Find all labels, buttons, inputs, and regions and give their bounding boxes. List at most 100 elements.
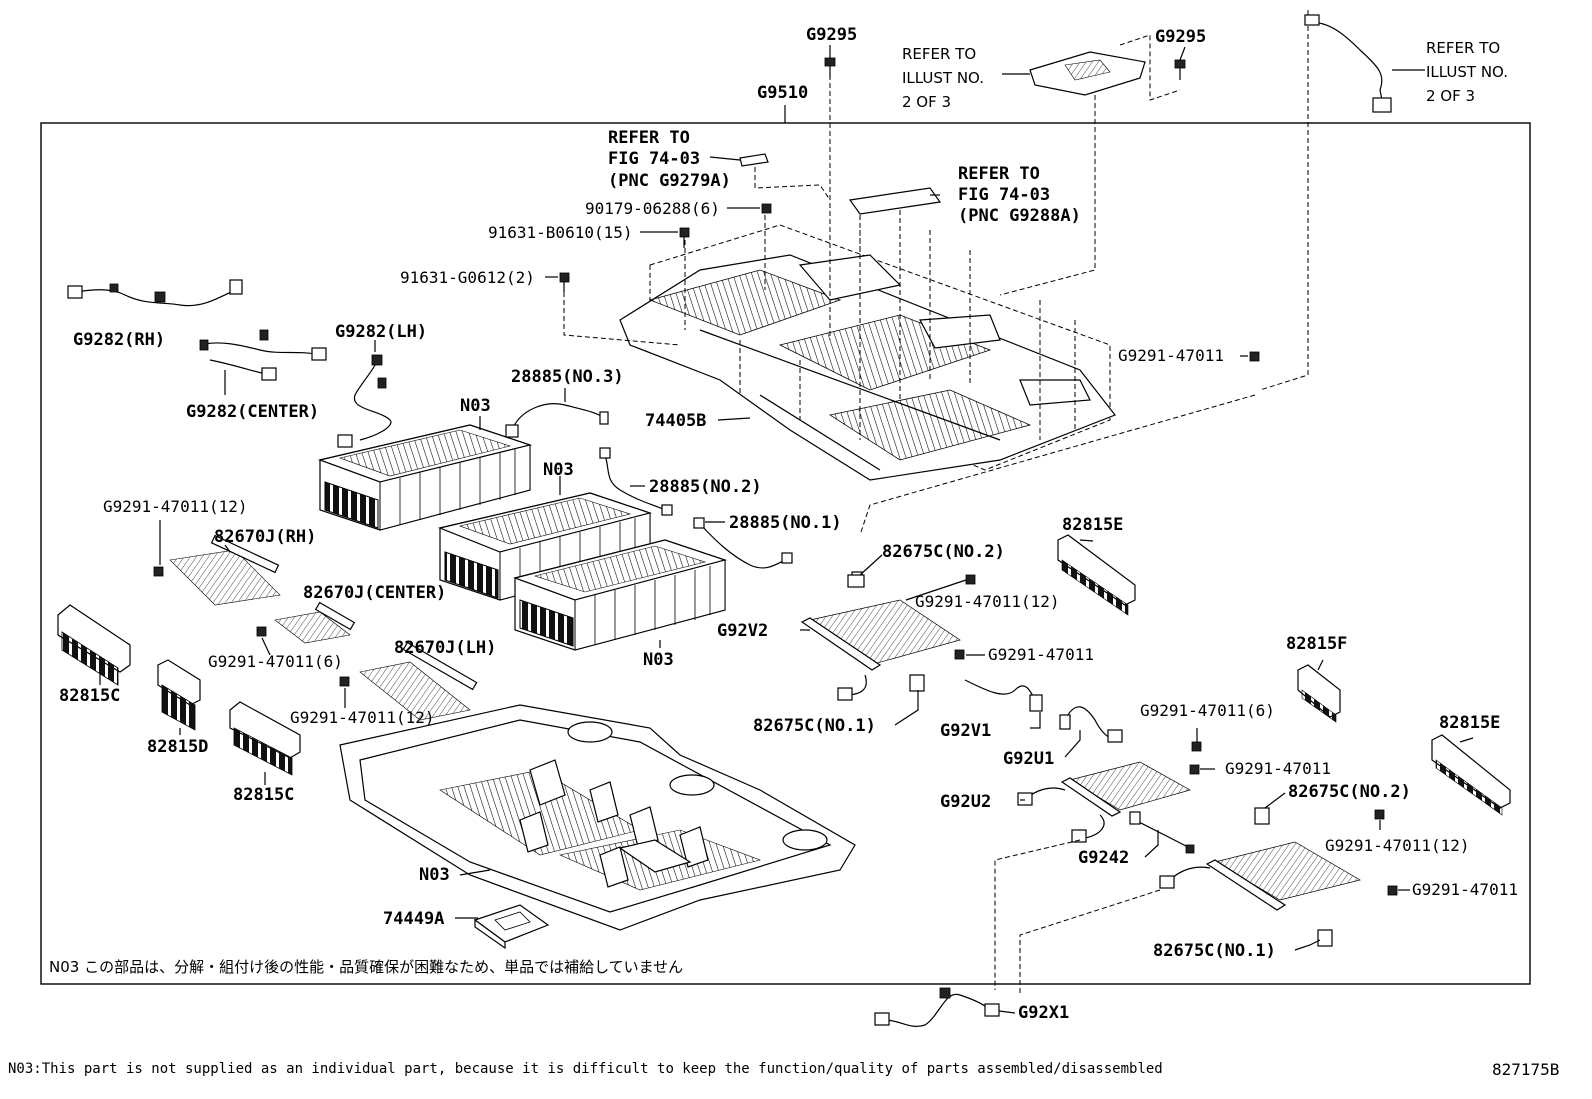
nut-90179 xyxy=(761,203,772,214)
label-g92v1: G92V1 xyxy=(940,721,991,741)
cover-82815c-a xyxy=(57,604,131,686)
label-n03-b: N03 xyxy=(543,460,574,480)
label-refer-fig-a-2: FIG 74-03 xyxy=(608,149,700,169)
bracket-82675c-no1-a xyxy=(909,674,925,692)
label-g9291-right: G9291-47011 xyxy=(1225,759,1331,778)
label-82815e-b: 82815E xyxy=(1439,713,1500,733)
bracket-82675c-no2-a xyxy=(847,574,865,588)
label-g9291-12d: G9291-47011(12) xyxy=(1325,836,1470,855)
harness-g9282-center xyxy=(199,329,327,381)
cable-28885-no2 xyxy=(599,447,673,516)
label-82815c-a: 82815C xyxy=(59,686,120,706)
label-82815c-b: 82815C xyxy=(233,785,294,805)
label-g9282-lh: G9282(LH) xyxy=(335,322,427,342)
label-82815f: 82815F xyxy=(1286,634,1347,654)
label-28885-no2: 28885(NO.2) xyxy=(649,477,762,497)
label-refer-illust-a-3: 2 OF 3 xyxy=(902,93,951,111)
cover-82815f xyxy=(1297,664,1341,723)
label-28885-no3: 28885(NO.3) xyxy=(511,367,624,387)
bolt-91631-b xyxy=(679,227,690,248)
cable-28885-no3 xyxy=(505,403,609,438)
plate-refer-fig-b xyxy=(848,187,942,255)
battery-module-c xyxy=(512,539,728,651)
label-g92x1: G92X1 xyxy=(1018,1003,1069,1023)
label-90179: 90179-06288(6) xyxy=(585,199,720,218)
label-g92v2: G92V2 xyxy=(717,621,768,641)
nut-g9291-mid xyxy=(954,649,965,660)
label-g9291-12a: G9291-47011(12) xyxy=(103,497,248,516)
label-n03-a: N03 xyxy=(460,396,491,416)
label-g92u1: G92U1 xyxy=(1003,749,1054,769)
cable-28885-no1 xyxy=(693,517,793,569)
nut-g9291-6a xyxy=(256,626,267,637)
label-g9242: G9242 xyxy=(1078,848,1129,868)
label-g9291-mid: G9291-47011 xyxy=(988,645,1094,664)
label-g92u2: G92U2 xyxy=(940,792,991,812)
cover-82815e-a xyxy=(1057,534,1136,616)
label-refer-fig-b-1: REFER TO xyxy=(958,164,1040,184)
harness-g9242 xyxy=(1129,811,1195,854)
label-g9510: G9510 xyxy=(757,83,808,103)
busbar-82670j-center xyxy=(274,601,356,644)
cover-82815e-b xyxy=(1431,734,1511,816)
upper-bracket-refer xyxy=(999,34,1181,296)
label-g9291-6b: G9291-47011(6) xyxy=(1140,701,1275,720)
upper-cover-74405b xyxy=(619,75,1116,481)
label-g9295-b: G9295 xyxy=(1155,27,1206,47)
label-refer-illust-b-1: REFER TO xyxy=(1426,39,1500,57)
label-refer-illust-a-2: ILLUST NO. xyxy=(902,69,984,87)
busbar-82670j-lh xyxy=(359,641,478,721)
label-g9291-12b: G9291-47011(12) xyxy=(290,708,435,727)
nut-g9291-6b xyxy=(1191,741,1202,752)
label-74405b: 74405B xyxy=(645,411,706,431)
label-g9282-rh: G9282(RH) xyxy=(73,330,165,350)
lower-tray xyxy=(339,704,856,931)
bracket-82675c-no2-b xyxy=(1254,807,1270,825)
harness-g9282-lh xyxy=(337,354,392,448)
bracket-82675c-no1-b xyxy=(1317,929,1333,947)
nut-g9291-far xyxy=(1387,885,1398,896)
label-g9282-center: G9282(CENTER) xyxy=(186,402,319,422)
bolt-g9295-a xyxy=(824,57,836,78)
label-g9291-far: G9291-47011 xyxy=(1412,880,1518,899)
nut-g9291-right xyxy=(1189,764,1200,775)
label-refer-fig-a-3: (PNC G9279A) xyxy=(608,171,731,191)
harness-g9282-rh xyxy=(67,279,243,307)
nut-g9291-12c xyxy=(965,574,976,585)
junction-block-lower-right xyxy=(1159,841,1361,911)
cover-82815d xyxy=(157,659,201,731)
harness-g92x1 xyxy=(874,839,1161,1027)
label-82670j-lh: 82670J(LH) xyxy=(394,638,496,658)
harness-g92v1 xyxy=(964,679,1043,712)
label-refer-fig-b-2: FIG 74-03 xyxy=(958,185,1050,205)
battery-module-a xyxy=(317,424,533,531)
label-82670j-center: 82670J(CENTER) xyxy=(303,583,446,603)
label-28885-no1: 28885(NO.1) xyxy=(729,513,842,533)
label-82815d: 82815D xyxy=(147,737,208,757)
note-english: N03:This part is not supplied as an indi… xyxy=(8,1061,1163,1077)
nut-g9291-12a xyxy=(153,566,164,577)
label-82675c-no2-b: 82675C(NO.2) xyxy=(1288,782,1411,802)
bolt-g9295-b xyxy=(1174,59,1186,80)
label-n03-d: N03 xyxy=(419,865,450,885)
label-refer-illust-b-3: 2 OF 3 xyxy=(1426,87,1475,105)
nut-g9291-top xyxy=(1249,351,1260,362)
label-g9291-top: G9291-47011 xyxy=(1118,346,1224,365)
harness-g92u1 xyxy=(1059,706,1123,743)
label-n03-c: N03 xyxy=(643,650,674,670)
label-91631-g: 91631-G0612(2) xyxy=(400,268,535,287)
plate-refer-fig-a xyxy=(739,153,831,201)
harness-top-right xyxy=(1259,10,1392,391)
label-82670j-rh: 82670J(RH) xyxy=(214,527,316,547)
nut-g9291-12b xyxy=(339,676,350,687)
bolt-91631-g xyxy=(559,272,681,346)
label-91631-b: 91631-B0610(15) xyxy=(488,223,633,242)
pad-74449a xyxy=(473,904,550,950)
label-refer-illust-a-1: REFER TO xyxy=(902,45,976,63)
labels: G9295 G9295 G9510 REFER TO ILLUST NO. 2 … xyxy=(8,25,1559,1079)
label-82675c-no1-b: 82675C(NO.1) xyxy=(1153,941,1276,961)
label-82675c-no2-a: 82675C(NO.2) xyxy=(882,542,1005,562)
junction-block-g92u2 xyxy=(1017,761,1191,843)
label-82675c-no1-a: 82675C(NO.1) xyxy=(753,716,876,736)
